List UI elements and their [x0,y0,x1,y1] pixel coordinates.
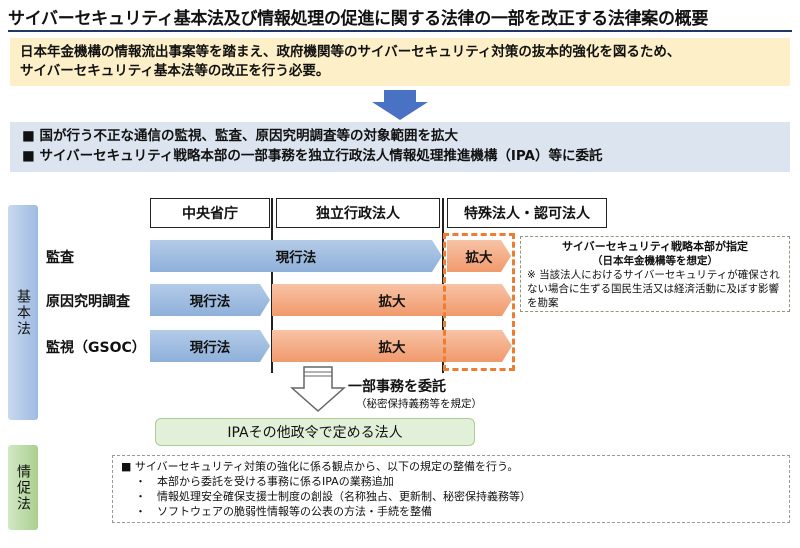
ipa-box: IPAその他政令で定める法人 [155,418,475,446]
delegate-arrow-icon [290,366,346,412]
page-title: サイバーセキュリティ基本法及び情報処理の促進に関する法律の一部を改正する法律案の… [8,9,709,29]
current-law-arrow: 現行法 [150,330,270,362]
details-lead: ■ サイバーセキュリティ対策の強化に係る観点から、以下の規定の整備を行う。 [121,460,519,473]
note-title: サイバーセキュリティ戦略本部が指定 [561,240,749,253]
row-label-monitoring: 監視（GSOC） [46,340,146,356]
background-box: 日本年金機構の情報流出事案等を踏まえ、政府機関等のサイバーセキュリティ対策の抜本… [10,38,790,86]
summary-point: ■ サイバーセキュリティ戦略本部の一部事務を独立行政法人情報処理推進機構（IPA… [22,148,603,164]
expand-arrow: 拡大 [447,240,511,272]
down-arrow-icon [372,90,428,120]
row-label-investigation: 原因究明調査 [46,294,130,310]
basic-law-label: 基本法 [8,205,38,420]
promotion-law-label: 情促法 [8,445,38,530]
summary-box: ■ 国が行う不正な通信の監視、監査、原因究明調査等の対象範囲を拡大 ■ サイバー… [10,122,790,172]
current-law-arrow: 現行法 [150,240,442,272]
intro-line: 日本年金機構の情報流出事案等を踏まえ、政府機関等のサイバーセキュリティ対策の抜本… [20,44,681,60]
intro-line: サイバーセキュリティ基本法等の改正を行う必要。 [20,63,330,79]
column-header-special-corporations: 特殊法人・認可法人 [447,198,607,228]
designation-note: サイバーセキュリティ戦略本部が指定 （日本年金機構等を想定） ※ 当該法人におけ… [520,236,790,312]
delegate-label: 一部事務を委託 [348,379,446,395]
details-item: ・ 情報処理安全確保支援士制度の創設（名称独占、更新制、秘密保持義務等） [135,490,531,503]
details-item: ・ 本部から委託を受ける事務に係るIPAの業務追加 [135,475,394,488]
current-law-arrow: 現行法 [150,284,270,316]
column-header-ministries: 中央省庁 [150,198,270,228]
summary-point: ■ 国が行う不正な通信の監視、監査、原因究明調査等の対象範囲を拡大 [22,128,458,144]
note-body: ※ 当該法人におけるサイバーセキュリティが確保されない場合に生ずる国民生活又は経… [527,269,780,309]
delegate-sub: （秘密保持義務等を規定） [356,398,482,410]
expand-arrow: 拡大 [272,330,512,362]
row-label-audit: 監査 [46,250,74,266]
note-subtitle: （日本年金機構等を想定） [592,255,718,267]
details-item: ・ ソフトウェアの脆弱性情報等の公表の方法・手続を整備 [135,505,432,518]
title-divider [8,30,792,32]
promotion-law-details: ■ サイバーセキュリティ対策の強化に係る観点から、以下の規定の整備を行う。 ・ … [112,455,790,523]
column-header-independent-agencies: 独立行政法人 [276,198,440,228]
expand-arrow: 拡大 [272,284,512,316]
expansion-highlight [443,233,515,371]
